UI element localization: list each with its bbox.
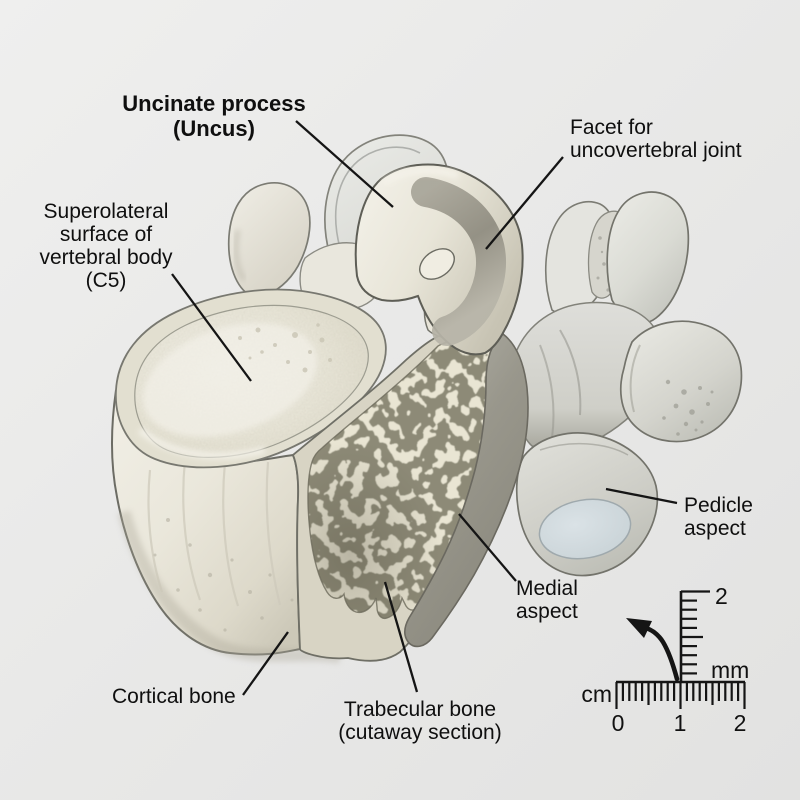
label-line: aspect: [684, 517, 746, 540]
lobe-inner-shading: [234, 229, 246, 282]
knob-stipple-texture: [662, 379, 714, 436]
label-line: (cutaway section): [338, 721, 502, 744]
label-medial-aspect: Medial aspect: [516, 577, 578, 623]
leader-lines: [171, 120, 678, 696]
surface-highlight: [142, 323, 318, 437]
label-trabecular-bone: Trabecular bone (cutaway section): [310, 698, 530, 744]
label-line: Trabecular bone: [343, 698, 497, 721]
label-uncinate-process: Uncinate process (Uncus): [104, 91, 324, 141]
uncinate-curl-tip: [419, 248, 455, 280]
leader-cortical: [242, 631, 289, 696]
scale-mm-top-value: 2: [715, 583, 728, 609]
leader-trabecular: [383, 581, 419, 693]
knob-crease: [629, 344, 641, 413]
surface-stipple: [238, 323, 332, 373]
medial-aspect-wall: [404, 332, 529, 648]
scale-cm-unit: cm: [581, 681, 612, 707]
uncinate-process-group: [354, 163, 524, 356]
neck-crease-2: [539, 344, 555, 439]
transverse-knob: [619, 320, 743, 443]
orientation-arrow-shaft: [643, 625, 680, 682]
scale-cm-ticks: [615, 682, 746, 709]
body-bottom-shading: [117, 510, 342, 664]
label-line: (Uncus): [173, 116, 255, 141]
vertebral-body: [111, 288, 387, 664]
label-line: Cortical bone: [112, 685, 236, 708]
scale-cm-0: 0: [612, 710, 625, 736]
scale-mm-unit: mm: [711, 657, 749, 683]
leader-facet: [485, 156, 564, 250]
scale-bar-text: cm 0 1 2 2 mm: [581, 583, 749, 736]
leader-pedicle: [605, 487, 678, 505]
leader-superolateral: [171, 273, 252, 382]
label-superolateral-surface: Superolateral surface of vertebral body …: [6, 200, 206, 292]
scale-cm-2: 2: [734, 710, 747, 736]
body-front-streaks: [147, 459, 282, 607]
label-line: uncovertebral joint: [570, 139, 742, 162]
neck-crease-1: [559, 329, 582, 416]
scale-cm-1: 1: [674, 710, 687, 736]
leader-medial: [458, 513, 517, 582]
leader-uncinate: [295, 120, 394, 208]
label-line: aspect: [516, 600, 578, 623]
label-line: vertebral body: [39, 246, 173, 269]
uncinate-crest-highlight: [381, 166, 460, 186]
scale-mm-ticks: [681, 590, 710, 675]
inferior-process-crease: [539, 442, 629, 456]
scale-bar: cm 0 1 2 2 mm: [581, 583, 749, 736]
label-uncovertebral-facet: Facet for uncovertebral joint: [570, 116, 742, 162]
rim-highlight: [137, 427, 266, 460]
label-line: surface of: [59, 223, 153, 246]
inferior-articular-facet: [538, 498, 632, 560]
posterior-elements: [511, 191, 743, 577]
plate-inner-rim-line: [334, 146, 421, 249]
label-line: Uncinate process: [122, 91, 306, 116]
label-cortical-bone: Cortical bone: [112, 685, 236, 708]
superior-articular-process: [606, 191, 690, 324]
label-line: (C5): [85, 269, 127, 292]
body-front-stipple: [153, 518, 294, 632]
label-line: Medial: [516, 577, 578, 600]
uncovertebral-facet-shadow: [411, 177, 506, 346]
orientation-arrow-head: [626, 618, 652, 638]
label-line: Pedicle: [684, 494, 753, 517]
anterior-tubercle-lobe: [227, 182, 311, 298]
orientation-arrow: [626, 618, 680, 682]
label-pedicle-aspect: Pedicle aspect: [684, 494, 753, 540]
label-line: Facet for: [570, 116, 653, 139]
label-line: Superolateral: [43, 200, 169, 223]
